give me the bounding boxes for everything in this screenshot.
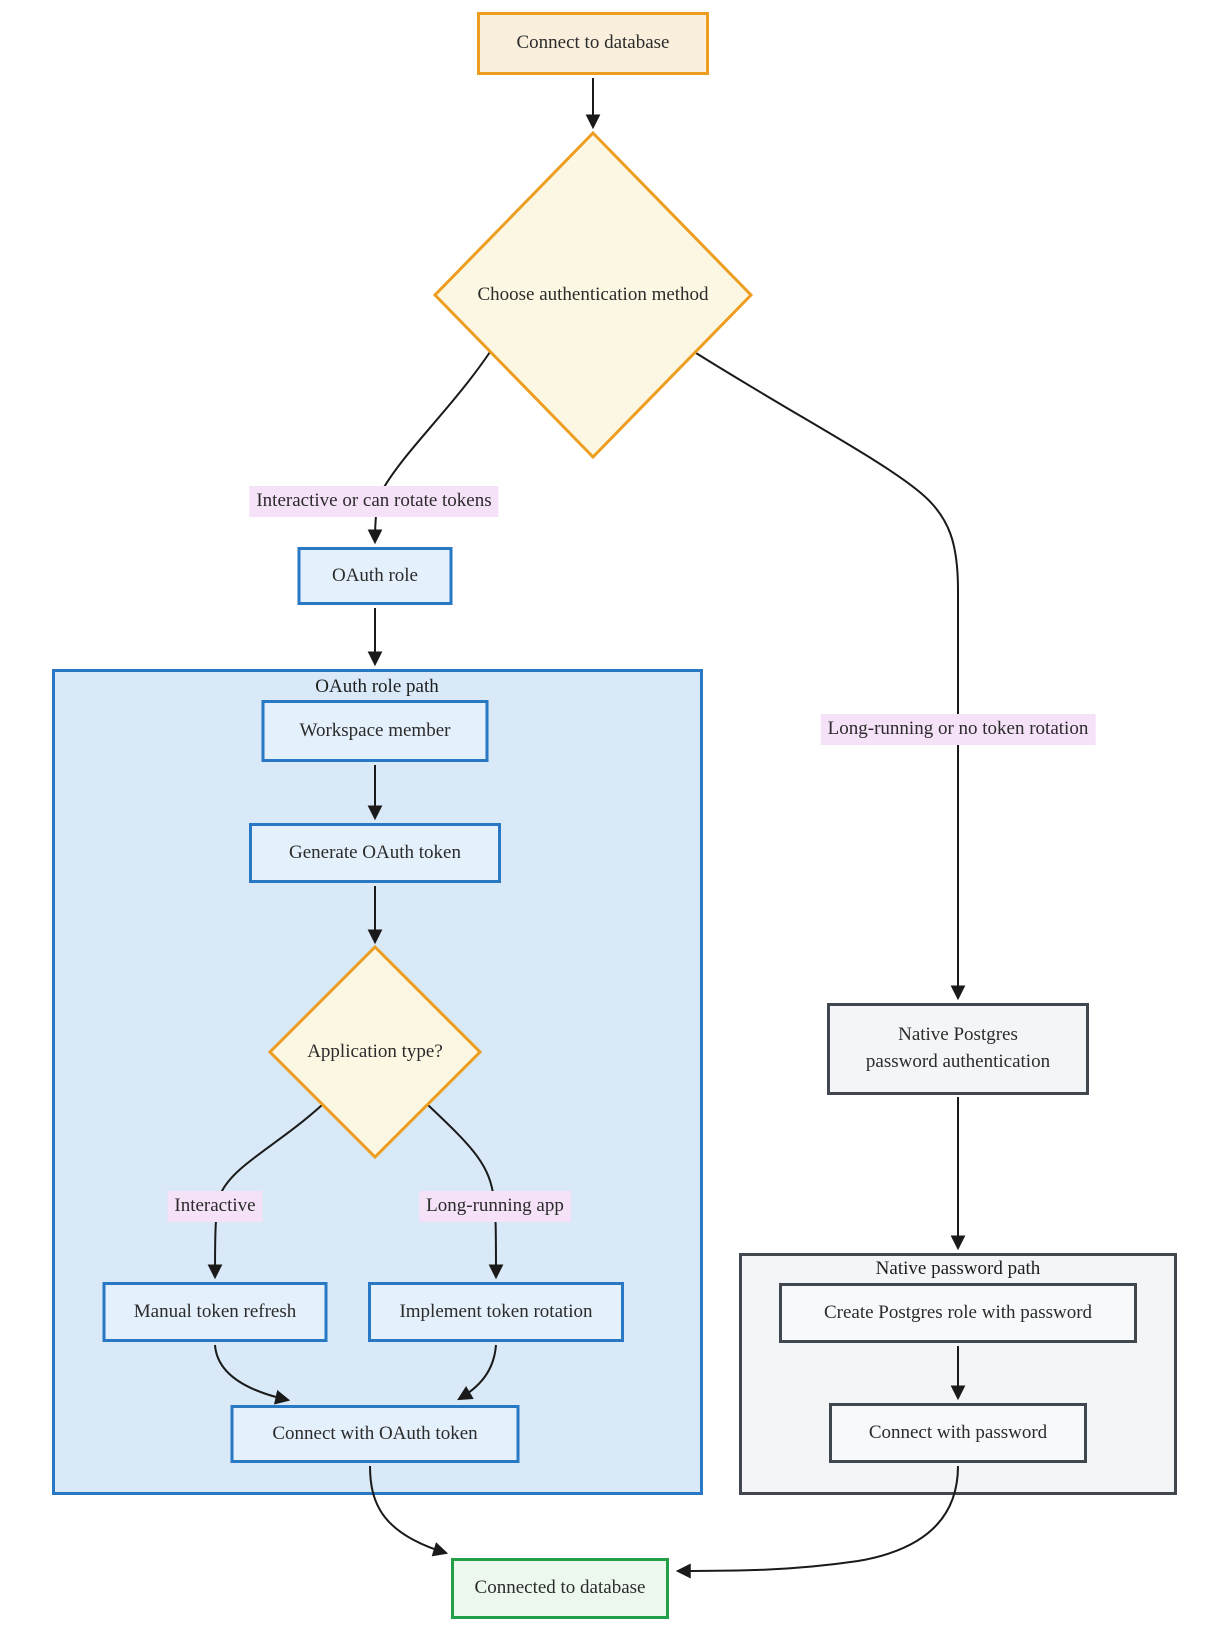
edge-manual-to-connect-oauth [214,1344,291,1405]
edge-label-interactive: Interactive [167,1191,263,1222]
node-oauth-role-label: OAuth role [331,564,418,586]
node-implement-token-rotation: Implement token rotation [368,1282,624,1342]
node-manual-token-refresh: Manual token refresh [102,1282,328,1342]
node-native-postgres-auth-label-line1: Native Postgres [898,1024,1018,1046]
edge-label-long-running-app: Long-running app [419,1191,571,1222]
node-create-postgres-role: Create Postgres role with password [779,1283,1137,1343]
node-workspace-member: Workspace member [261,700,489,762]
node-generate-oauth-token-label: Generate OAuth token [289,841,461,863]
node-create-postgres-role-label: Create Postgres role with password [823,1301,1093,1323]
node-connected-to-database-label: Connected to database [474,1577,646,1599]
application-type-decision-diamond [267,944,483,1160]
edge-connect-password-to-connected [675,1465,959,1579]
node-implement-token-rotation-label: Implement token rotation [399,1300,593,1322]
oauth-container-title: OAuth role path [315,676,439,697]
edge-decision-to-native-auth [695,352,966,1001]
node-native-postgres-auth-label-line2: password authentication [865,1051,1051,1072]
native-container-title: Native password path [875,1258,1041,1279]
node-workspace-member-label: Workspace member [299,719,451,741]
node-oauth-role: OAuth role [297,547,453,605]
choose-auth-label: Choose authentication method [477,284,709,305]
node-connect-with-password-label: Connect with password [868,1421,1048,1443]
edge-connect-oauth-to-connected [369,1465,449,1557]
node-native-postgres-auth: Native Postgres password authentication [827,1003,1089,1095]
node-manual-token-refresh-label: Manual token refresh [133,1300,297,1322]
node-connect-to-database: Connect to database [477,12,709,75]
node-connected-to-database: Connected to database [451,1558,669,1619]
node-generate-oauth-token: Generate OAuth token [249,823,501,883]
edge-label-long-running-or-no-rotation: Long-running or no token rotation [820,714,1096,745]
node-connect-to-database-label: Connect to database [516,32,670,54]
application-type-label: Application type? [307,1041,443,1062]
node-connect-with-oauth-token: Connect with OAuth token [230,1405,520,1463]
edge-label-interactive-or-rotate: Interactive or can rotate tokens [249,486,499,517]
edge-rotation-to-connect-oauth [457,1344,497,1401]
node-connect-with-password: Connect with password [829,1403,1087,1463]
choose-auth-decision-diamond [432,130,754,460]
node-connect-with-oauth-token-label: Connect with OAuth token [272,1422,478,1444]
